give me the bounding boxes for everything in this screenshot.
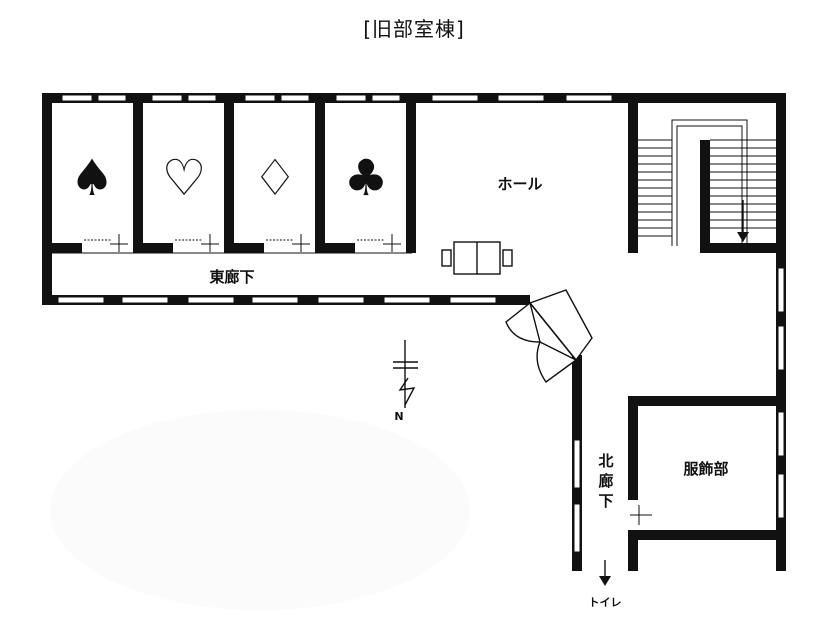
suit-room-doors (84, 234, 401, 252)
heart-icon: ♡ (162, 149, 207, 207)
corner-double-door-icon (505, 289, 593, 383)
stairs-down-arrow-icon (737, 232, 749, 242)
costume-club-walls (628, 396, 776, 571)
club-icon: ♣ (344, 149, 389, 207)
costume-club-label: 服飾部 (683, 460, 728, 478)
staircase (628, 103, 776, 253)
costume-club-door (630, 505, 652, 525)
north-corridor-label: 北 廊 下 (598, 452, 613, 510)
windows-bottom (57, 296, 497, 304)
north-corridor-char-3: 下 (598, 492, 613, 510)
compass-north-label: N (394, 410, 403, 423)
hall-label: ホール (497, 175, 542, 193)
east-corridor-label: 東廊下 (209, 268, 254, 286)
north-compass-icon (393, 340, 418, 408)
north-corridor-char-2: 廊 (598, 472, 613, 490)
smudge-area (50, 410, 470, 610)
spade-icon: ♠ (70, 149, 115, 207)
hall-table-icon (441, 241, 513, 275)
windows-right (777, 267, 785, 519)
diamond-icon: ♢ (253, 149, 298, 207)
toilet-exit-arrow-icon (599, 560, 611, 586)
suit-room-walls (52, 103, 416, 253)
toilet-label: トイレ (589, 596, 622, 609)
windows-north-corridor (573, 439, 581, 553)
north-corridor-char-1: 北 (598, 452, 613, 470)
plan-title: [旧部室棟] (363, 17, 465, 41)
windows-top (61, 94, 613, 102)
